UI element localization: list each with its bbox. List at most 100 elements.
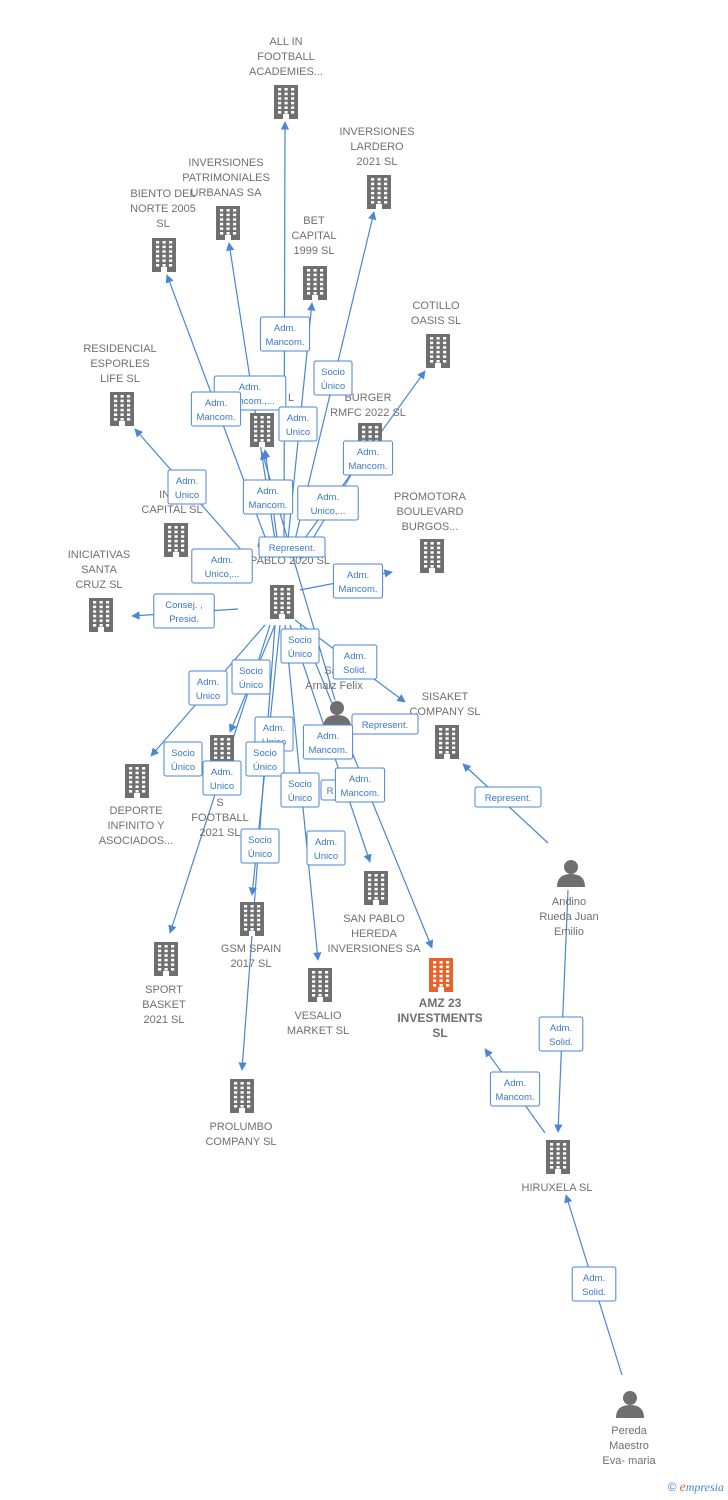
person-icon[interactable] [616, 1391, 644, 1418]
edge-label-l10[interactable]: Represent. [258, 536, 326, 558]
node-label: COTILLO [412, 300, 460, 312]
building-icon[interactable] [435, 725, 459, 759]
person-icon[interactable] [323, 701, 351, 728]
edge-label-l27[interactable]: Represent. [474, 786, 542, 808]
edge-label-l9[interactable]: Adm.Unico,... [297, 485, 359, 521]
node-label: PROLUMBO [210, 1121, 273, 1133]
edge-label-l5[interactable]: Adm.Unico [278, 406, 318, 442]
edge-label-l1[interactable]: Adm.Mancom. [259, 316, 311, 352]
edge-label-text: Solid. [343, 665, 367, 676]
node-n6[interactable]: COTILLO OASIS SL [411, 300, 461, 368]
building-icon[interactable] [367, 175, 391, 209]
node-n1[interactable]: ALL INFOOTBALLACADEMIES... [249, 36, 323, 119]
edge-label-l30[interactable]: Adm. Solid. [538, 1016, 584, 1052]
edge-label-text: Único [321, 381, 345, 392]
node-label: INVERSIONES [339, 126, 414, 138]
building-icon[interactable] [89, 598, 113, 632]
node-label: COMPANY SL [205, 1136, 276, 1148]
building-icon[interactable] [364, 871, 388, 905]
person-icon[interactable] [557, 860, 585, 887]
node-label: LIFE SL [100, 373, 140, 385]
edge-label-l20[interactable]: Adm.Mancom. [302, 724, 354, 760]
building-icon[interactable] [270, 585, 294, 619]
edge-label-l18[interactable]: Represent. [351, 713, 419, 735]
node-label: L [288, 392, 294, 404]
node-label: COMPANY SL [409, 706, 480, 718]
node-n25[interactable]: HIRUXELA SL [522, 1140, 593, 1194]
edge-label-l12[interactable]: Adm.Mancom. [332, 563, 384, 599]
node-label: Maestro [609, 1440, 649, 1452]
node-n24[interactable]: PROLUMBO COMPANY SL [205, 1079, 277, 1148]
edge-label-l23[interactable]: Adm.Unico [202, 760, 242, 796]
building-icon[interactable] [164, 523, 188, 557]
node-n10[interactable]: IFINVECAPITAL SL [141, 474, 203, 557]
node-label: ALL IN [269, 36, 302, 48]
node-label: OASIS SL [411, 315, 461, 327]
building-icon[interactable] [426, 334, 450, 368]
building-icon[interactable] [250, 413, 274, 447]
building-icon[interactable] [240, 902, 264, 936]
building-icon[interactable] [546, 1140, 570, 1174]
building-icon[interactable] [230, 1079, 254, 1113]
edge-label-l15[interactable]: Adm.Solid. [332, 644, 378, 680]
edge-label-text: Adm. [211, 767, 233, 778]
edge-label-l32[interactable]: Adm.Solid. [571, 1266, 617, 1302]
edge-label-l17[interactable]: Adm.Unico [188, 670, 228, 706]
edge-label-l31[interactable]: Adm.Mancom. [489, 1071, 541, 1107]
edge-label-l26[interactable]: Adm.Mancom. [334, 767, 386, 803]
building-icon[interactable] [274, 85, 298, 119]
node-n11[interactable]: PROMOTORABOULEVARDBURGOS... [394, 491, 467, 573]
node-label: BOULEVARD [396, 506, 463, 518]
edge-label-text: Solid. [549, 1037, 573, 1048]
edge-label-l4[interactable]: Adm.Mancom. [190, 391, 242, 427]
edge-label-l29[interactable]: Adm.Unico [306, 830, 346, 866]
edge-label-l6[interactable]: Adm.Mancom. [342, 440, 394, 476]
node-label: HEREDA [351, 928, 398, 940]
node-label: Emilio [554, 926, 584, 938]
node-label: AMZ 23 [419, 996, 462, 1010]
building-icon[interactable] [420, 539, 444, 573]
edge-label-l13[interactable]: Consej. ,Presid. [153, 593, 215, 629]
building-icon[interactable] [152, 238, 176, 272]
node-label: PATRIMONIALES [182, 172, 270, 184]
building-icon[interactable] [110, 392, 134, 426]
node-label: BASKET [142, 999, 186, 1011]
edge-label-text: Represent. [269, 543, 315, 554]
building-icon[interactable] [154, 942, 178, 976]
building-icon[interactable] [308, 968, 332, 1002]
building-icon[interactable] [125, 764, 149, 798]
building-icon[interactable] [303, 266, 327, 300]
edge-label-text: Adm. [357, 447, 379, 458]
edge-label-text: Adm. [550, 1023, 572, 1034]
edge-label-l7[interactable]: Adm.Unico [167, 469, 207, 505]
edge-label-text: Adm. [205, 398, 227, 409]
building-icon[interactable] [429, 958, 453, 992]
node-n8[interactable]: L [250, 392, 294, 447]
edge-label-l11[interactable]: Adm.Unico,... [191, 548, 253, 584]
edge-label-l8[interactable]: Adm.Mancom. [242, 479, 294, 515]
node-label: Pereda [611, 1425, 647, 1437]
building-icon[interactable] [216, 206, 240, 240]
